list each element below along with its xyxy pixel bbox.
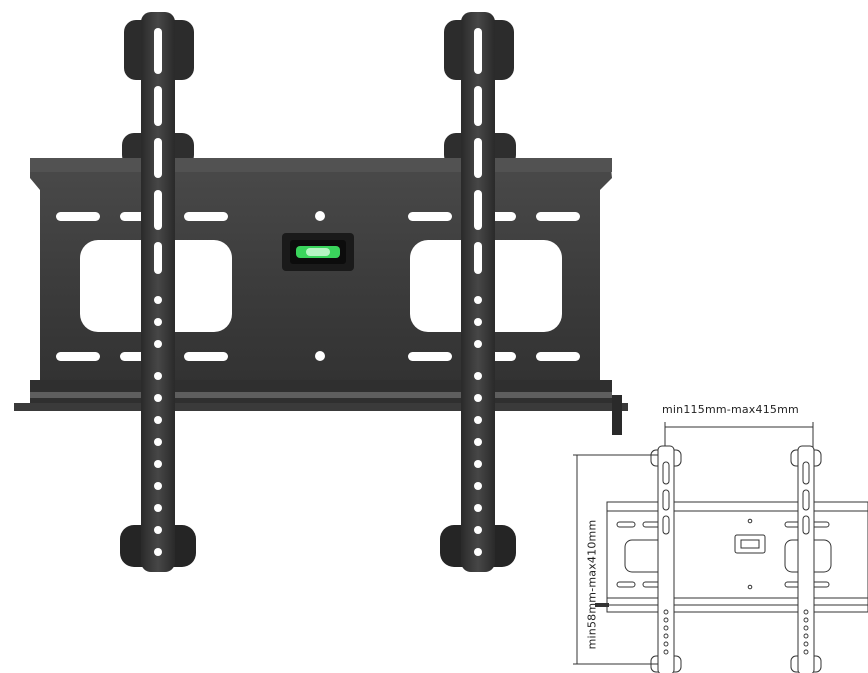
left-mounting-arm [120, 12, 196, 572]
wall-plate [14, 158, 628, 435]
right-mounting-arm [440, 12, 516, 572]
dimension-diagram [573, 422, 868, 673]
height-range-label: min58mm-max410mm [585, 519, 599, 650]
bubble-level-icon [282, 233, 354, 271]
diagram-plate-outline [606, 501, 868, 613]
width-range-label: min115mm-max415mm [662, 403, 799, 416]
